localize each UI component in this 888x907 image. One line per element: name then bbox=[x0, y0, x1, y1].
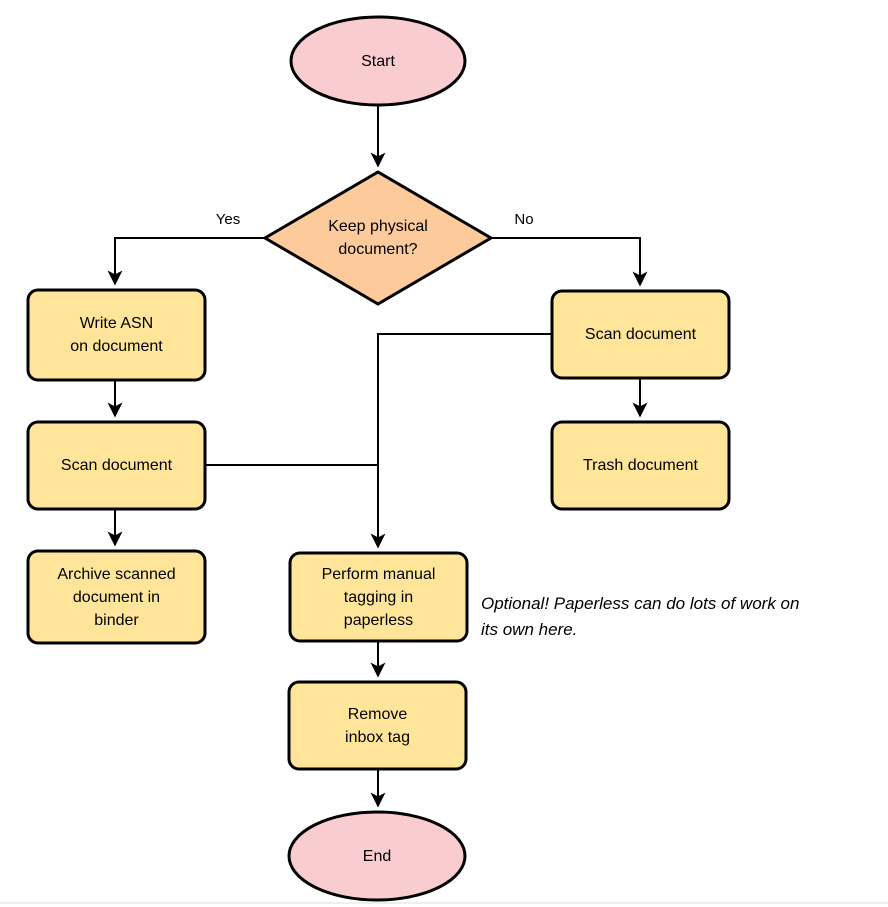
perform-tagging-node-shape bbox=[288, 551, 469, 643]
write-asn-node-shape bbox=[26, 288, 207, 382]
annotation-note: Optional! Paperless can do lots of work … bbox=[481, 594, 800, 639]
remove-inbox-node-shape bbox=[287, 680, 468, 771]
start-node-shape bbox=[289, 15, 467, 107]
scan-left-node-shape bbox=[26, 420, 207, 511]
scan-right-node-shape bbox=[550, 289, 731, 380]
bottom-divider bbox=[0, 902, 888, 904]
edge-decision-yes-to-write-asn bbox=[107, 237, 265, 286]
decision-node-shape bbox=[262, 170, 494, 306]
trash-node-shape bbox=[550, 420, 731, 511]
edge-scan-right-to-perform-tagging bbox=[370, 333, 552, 549]
no-edge-label: No bbox=[514, 211, 534, 228]
archive-node-shape bbox=[26, 549, 207, 645]
yes-edge-label: Yes bbox=[215, 211, 241, 228]
end-node-shape bbox=[287, 810, 467, 902]
edge-decision-no-to-scan-right bbox=[491, 237, 648, 287]
